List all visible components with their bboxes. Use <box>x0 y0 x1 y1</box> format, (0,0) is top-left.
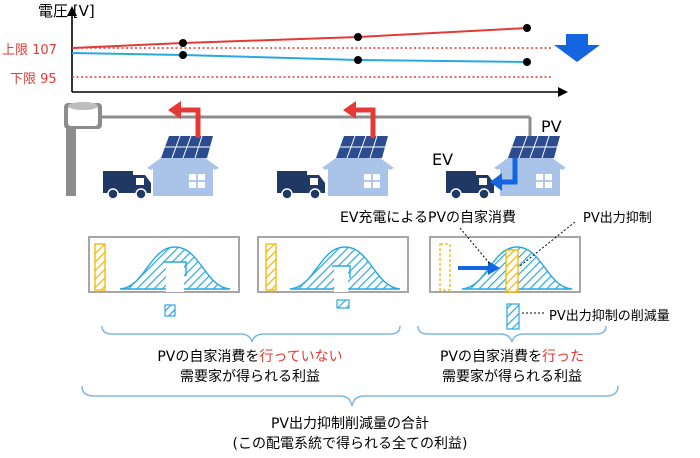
brace-with <box>417 325 607 343</box>
voltage-chart <box>67 6 600 97</box>
voltage-line-blue <box>71 52 528 63</box>
utility-pole <box>66 110 76 196</box>
profile-box-2 <box>257 236 409 293</box>
x-axis-arrow-icon <box>558 87 568 97</box>
blue-line-point <box>179 51 187 59</box>
red-line-point <box>523 24 531 32</box>
red-line-point <box>354 33 362 41</box>
voltage-down-arrow-icon <box>554 34 600 62</box>
summary-with-prefix: PVの自家消費を <box>439 349 543 365</box>
ev-label: EV <box>432 150 454 169</box>
ev-truck-2-icon <box>276 170 326 200</box>
profile-box-1 <box>88 236 240 293</box>
summary-without-emphasis: 行っていない <box>259 349 343 365</box>
demand-bar <box>265 243 277 291</box>
summary-with-line2: 需要家が得られる利益 <box>442 369 582 385</box>
ev-self-consumption-callout: EV充電によるPVの自家消費 <box>340 210 517 226</box>
house-3 <box>493 135 567 197</box>
house-2 <box>321 135 395 197</box>
y-axis-arrow-icon <box>67 6 77 16</box>
profile-box-3 <box>429 236 581 293</box>
curtailment-reduction-callout: PV出力抑制の削減量 <box>549 309 670 324</box>
reduction-amount-2 <box>336 299 350 309</box>
pv-curtailment-callout: PV出力抑制 <box>583 211 652 226</box>
pv-export-arrow-1-icon <box>180 107 201 138</box>
pv-label: PV <box>541 117 562 136</box>
blue-line-point <box>523 58 531 66</box>
red-line-point <box>179 39 187 47</box>
house-1 <box>146 135 220 197</box>
demand-bar <box>94 243 106 291</box>
total-benefit-line2: (この配電系統で得られる全ての利益) <box>232 436 468 452</box>
ev-charging-bar <box>505 249 519 293</box>
upper-limit-label: 上限 107 <box>2 43 57 58</box>
voltage-axis-title: 電圧 [V] <box>38 2 95 20</box>
summary-without-line1: PVの自家消費を行っていない <box>140 346 360 366</box>
summary-without-line2: 需要家が得られる利益 <box>180 369 320 385</box>
lower-limit-label: 下限 95 <box>10 72 57 87</box>
summary-with-line1: PVの自家消費を行った <box>412 346 612 366</box>
pv-export-arrow-2-icon <box>355 107 376 138</box>
ev-truck-1-icon <box>102 170 152 200</box>
brace-without <box>101 325 401 343</box>
distribution-system <box>64 101 567 200</box>
shifted-demand-bar <box>439 243 451 291</box>
reduction-amount-1 <box>164 304 176 317</box>
brace-total <box>81 385 619 407</box>
summary-with-emphasis: 行った <box>542 349 585 365</box>
ev-truck-3-icon <box>445 170 495 200</box>
summary-without-prefix: PVの自家消費を <box>157 349 260 365</box>
reduction-amount-3 <box>506 303 520 330</box>
ev-charge-arrow-icon <box>500 158 518 185</box>
blue-line-point <box>354 56 362 64</box>
transformer-icon <box>64 102 102 129</box>
total-benefit-line1: PV出力抑制削減量の合計 <box>270 416 430 432</box>
voltage-line-red <box>71 27 528 49</box>
